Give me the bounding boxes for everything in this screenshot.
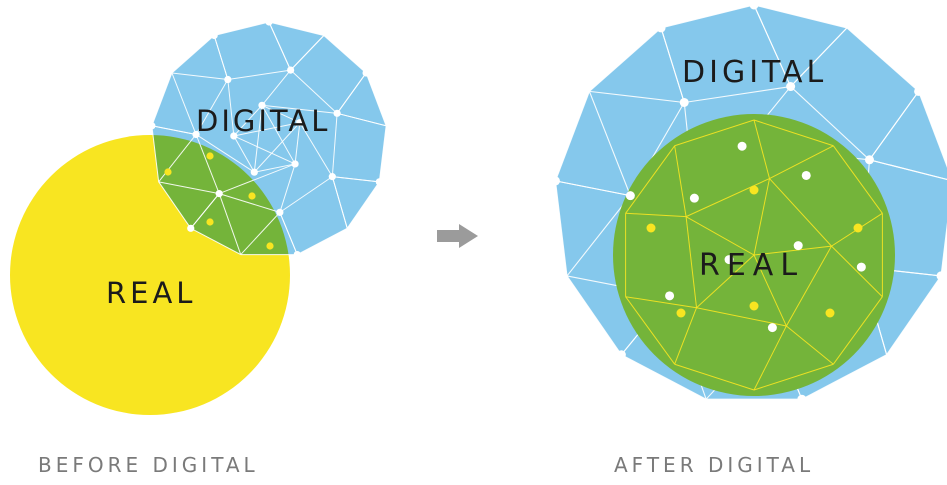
digital-mesh-nodes	[148, 18, 383, 259]
real-mesh-nodes	[646, 185, 863, 318]
mesh-node	[148, 122, 156, 130]
right-arrow-icon	[437, 224, 478, 248]
mesh-node	[375, 178, 383, 186]
overlap-node	[206, 218, 214, 226]
overlap-node	[248, 192, 256, 200]
mesh-node	[914, 86, 924, 96]
real-node	[749, 301, 759, 311]
mesh-node	[215, 189, 223, 198]
mesh-node	[801, 170, 811, 180]
mesh-node	[616, 350, 626, 360]
mesh-node	[749, 0, 759, 10]
after-digital-caption: AFTER DIGITAL	[614, 453, 815, 477]
mesh-node	[224, 75, 232, 84]
mesh-node	[362, 69, 370, 77]
mesh-node	[296, 118, 304, 127]
mesh-node	[210, 31, 218, 40]
real-label-before: REAL	[106, 276, 196, 310]
mesh-node	[333, 109, 341, 117]
mesh-node	[936, 271, 946, 281]
mesh-node	[767, 323, 777, 333]
mesh-node	[265, 18, 273, 26]
mesh-node	[856, 262, 866, 272]
mesh-node	[258, 101, 266, 109]
before-digital-caption: BEFORE DIGITAL	[38, 453, 259, 477]
overlap-node	[266, 242, 274, 250]
mesh-node	[797, 394, 807, 404]
digital-label-before: DIGITAL	[196, 104, 330, 138]
mesh-node	[550, 176, 560, 186]
mesh-node	[230, 132, 238, 140]
real-mesh-lines	[625, 119, 883, 391]
mesh-node	[793, 241, 803, 251]
real-node	[853, 223, 863, 233]
overlap-node	[164, 168, 172, 176]
overlap-node	[206, 152, 214, 160]
mesh-node	[625, 191, 635, 201]
real-node	[749, 185, 759, 195]
mesh-node	[187, 224, 195, 232]
mesh-node	[656, 23, 666, 33]
mesh-node	[328, 173, 336, 181]
overlap-region	[151, 135, 290, 255]
mesh-node	[293, 250, 301, 259]
digital-label-after: DIGITAL	[682, 55, 827, 90]
mesh-node	[864, 155, 874, 165]
real-node	[825, 308, 835, 318]
mesh-node	[724, 255, 734, 265]
real-node	[676, 308, 686, 318]
mesh-node	[287, 66, 295, 74]
digital-mesh-lines	[151, 21, 387, 256]
real-node	[646, 223, 656, 233]
mesh-node	[689, 193, 699, 203]
mesh-node	[737, 141, 747, 151]
mesh-node	[786, 82, 796, 92]
mesh-node	[276, 208, 284, 216]
mesh-node	[250, 168, 258, 176]
digital-mesh-nodes-large	[550, 0, 946, 404]
mesh-node	[679, 97, 689, 107]
mesh-node	[291, 160, 299, 168]
mesh-node	[192, 130, 200, 139]
real-label-after: REAL	[699, 248, 804, 283]
mesh-node	[665, 291, 675, 301]
